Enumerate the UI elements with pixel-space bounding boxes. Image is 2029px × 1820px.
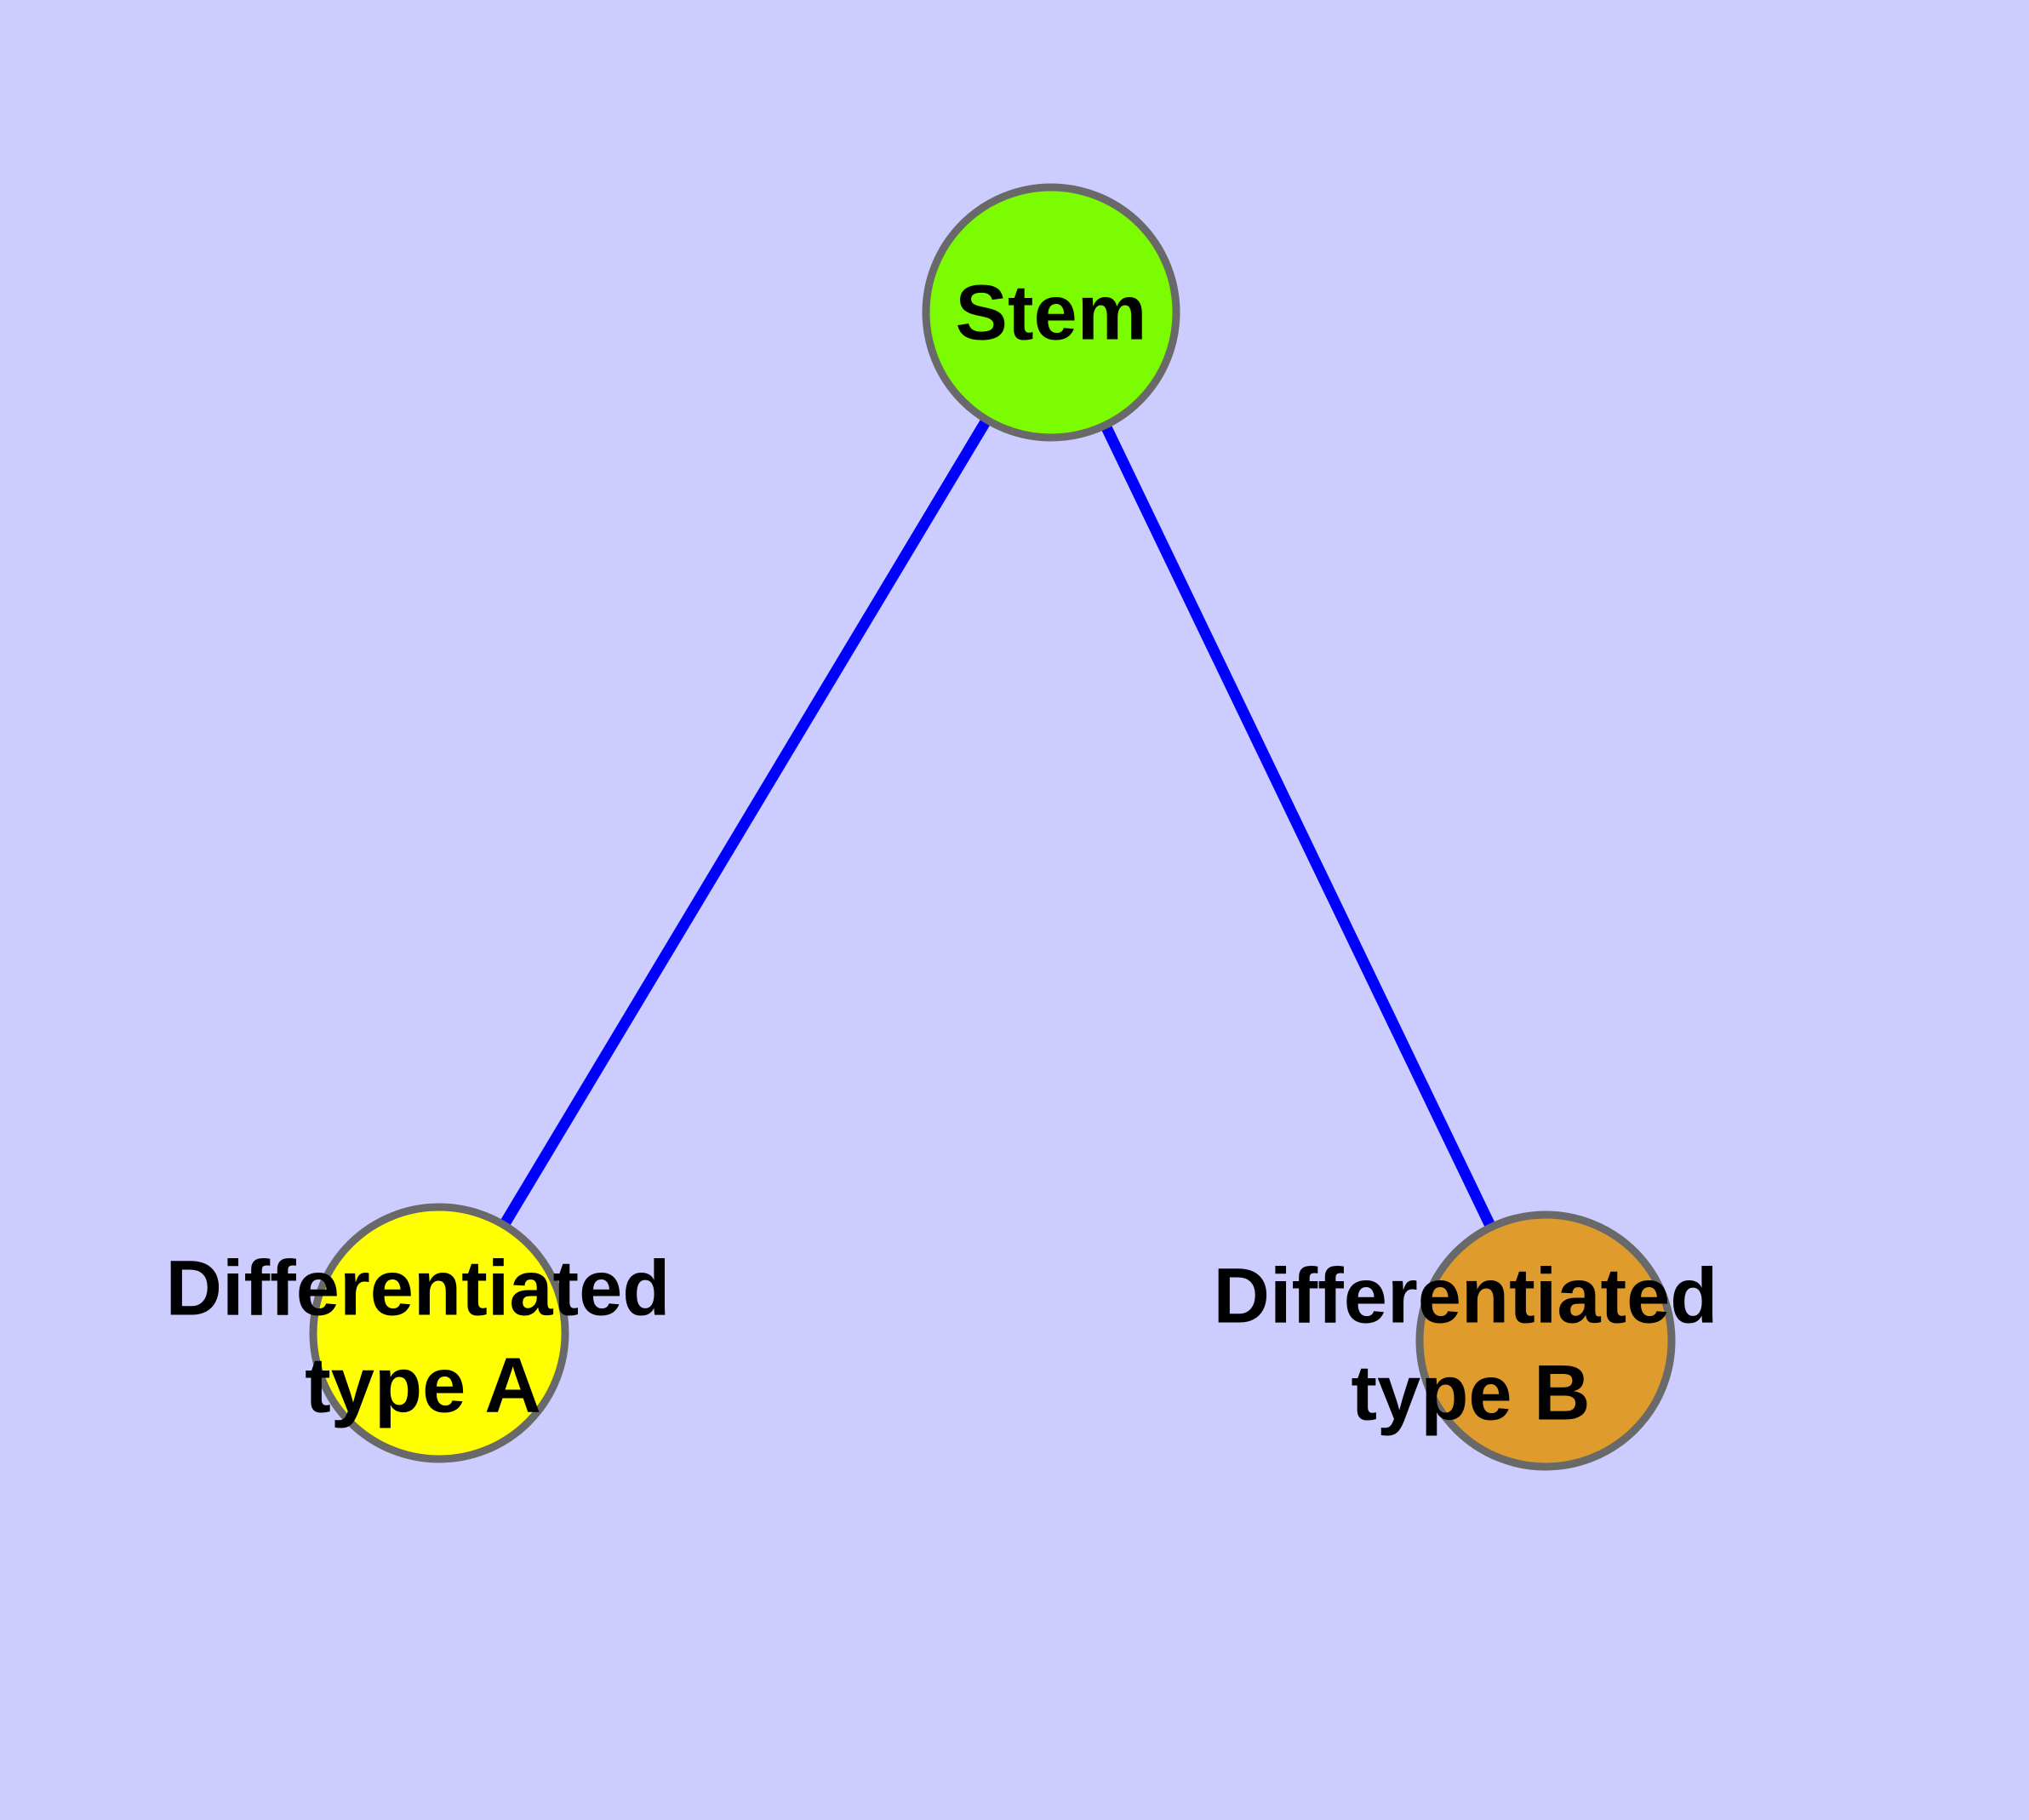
edge-stem-to-diff-a[interactable]	[434, 309, 1056, 1336]
node-diff-a-label-line-2: type A	[305, 1342, 541, 1428]
node-layer	[309, 183, 1676, 1471]
node-diff-b-circle[interactable]	[1415, 1210, 1676, 1471]
node-diff-a-circle[interactable]	[309, 1203, 569, 1463]
node-diff-b-label-line-2: type B	[1351, 1349, 1590, 1436]
node-stem-circle[interactable]	[922, 183, 1180, 442]
node-diff-b[interactable]	[1415, 1210, 1676, 1471]
edge-stem-to-diff-b[interactable]	[1046, 310, 1551, 1343]
edge-layer	[434, 309, 1551, 1343]
node-diff-a[interactable]	[309, 1203, 569, 1463]
node-diff-b-label: Differentiated type B	[1214, 1252, 1718, 1436]
node-diff-b-label-line-1: Differentiated	[1214, 1252, 1718, 1339]
node-stem[interactable]	[922, 183, 1180, 442]
node-diff-a-label: Differentiated type A	[166, 1245, 671, 1428]
node-diff-a-label-line-1: Differentiated	[166, 1245, 671, 1331]
label-layer: Stem Differentiated type A Differentiate…	[166, 269, 1718, 1436]
node-stem-label: Stem	[956, 269, 1147, 356]
